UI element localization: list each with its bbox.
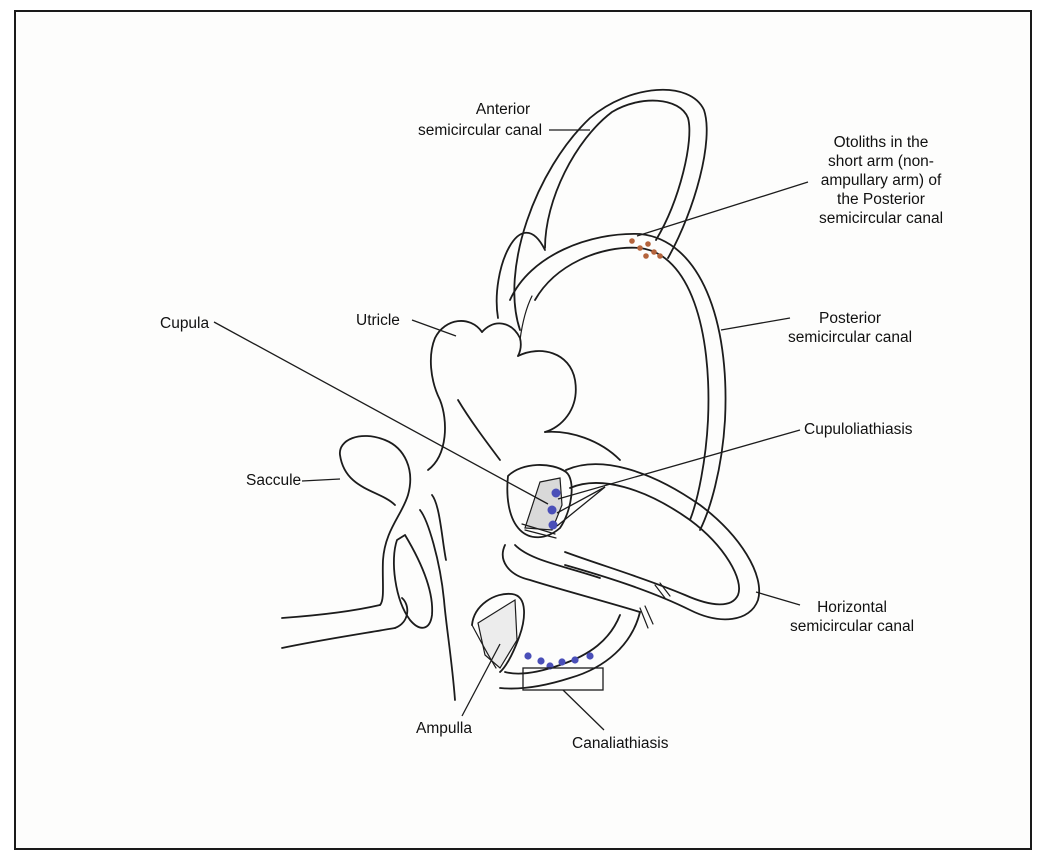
anterior-label: Anterior: [448, 100, 558, 119]
cupula-debris-particle: [552, 489, 561, 498]
saccule-body: [282, 436, 410, 648]
ampulla-label: Ampulla: [416, 719, 472, 738]
canaliathiasis-label: Canaliathiasis: [572, 734, 669, 753]
canal-debris-particle: [537, 657, 544, 664]
utricle-leader: [412, 320, 456, 336]
saccule-label: Saccule: [246, 471, 301, 490]
lower-ampulla: [472, 594, 594, 672]
lower-canal: [500, 545, 653, 689]
utricle-label: Utricle: [356, 311, 400, 330]
posterior-label: Posterior semicircular canal: [770, 309, 930, 347]
cupula-label: Cupula: [160, 314, 209, 333]
utricle-body: [428, 321, 620, 470]
canal-debris-particle: [571, 656, 578, 663]
saccule-leader: [302, 479, 340, 481]
cupula-debris-particle: [549, 521, 558, 530]
horizontal-canal: [565, 464, 759, 619]
ampulla-leader: [462, 644, 500, 716]
otoliths-label: Otoliths in the short arm (non- ampullar…: [804, 133, 958, 228]
cupula-debris-particle: [548, 506, 557, 515]
cupuloliathiasis-label: Cupuloliathiasis: [804, 420, 913, 439]
cupula-ampulla: [507, 465, 571, 538]
horizontal-label: Horizontal semicircular canal: [772, 598, 932, 636]
saccule-channels: [394, 495, 455, 700]
otoliths-leader: [637, 182, 808, 236]
anterior-label-line2: semicircular canal: [418, 121, 542, 140]
cupuloliathiasis-leader-2: [557, 487, 605, 513]
canal-debris-particle: [586, 652, 593, 659]
canal-debris-particle: [558, 658, 565, 665]
canal-debris-particle: [524, 652, 531, 659]
canaliathiasis-leader: [563, 690, 604, 730]
